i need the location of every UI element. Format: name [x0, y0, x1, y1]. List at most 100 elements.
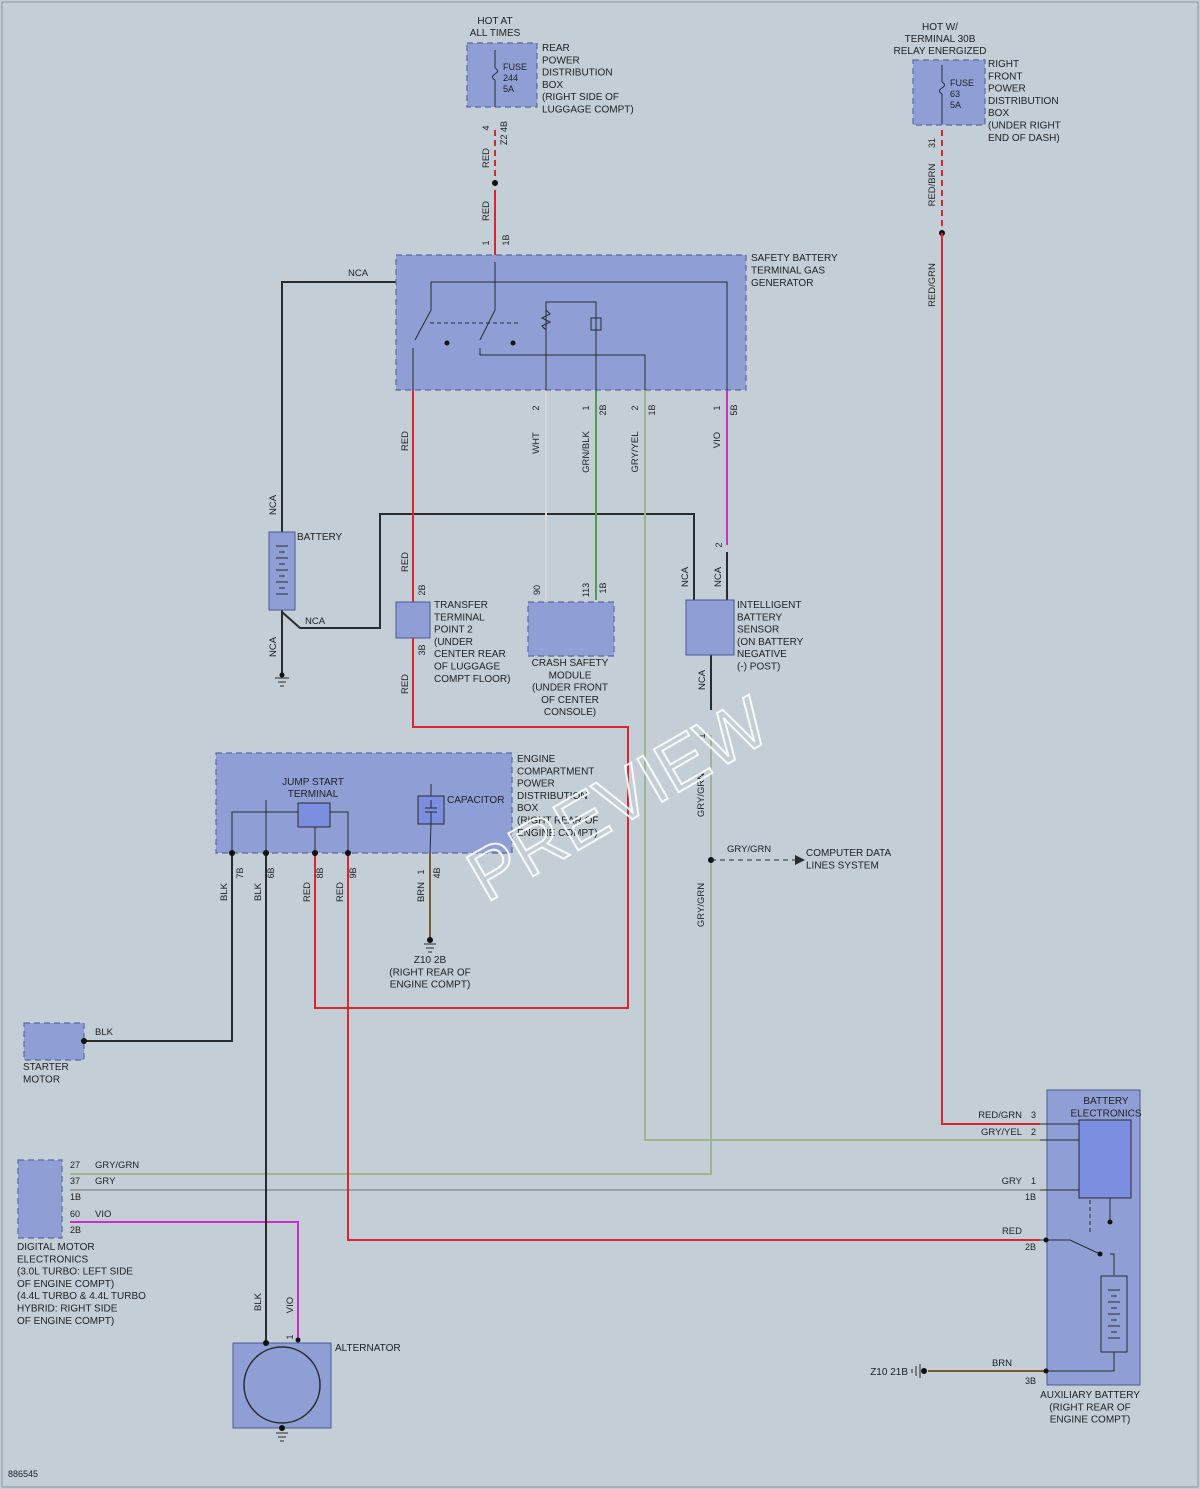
battery-ground-icon	[275, 677, 289, 687]
wire-nca-sbt-battery	[281, 281, 396, 532]
pin-37: 37	[70, 1176, 80, 1186]
pin-4: 4	[481, 125, 491, 130]
sbt-switches	[414, 262, 496, 341]
starter-label-1: MOTOR	[23, 1074, 60, 1085]
right-front-pdb-label-0: RIGHT	[988, 59, 1019, 70]
hot-w-label-0: HOT W/	[922, 22, 958, 33]
pin-6b: 6B	[266, 867, 276, 878]
aux-battery-label-0: AUXILIARY BATTERY	[1040, 1390, 1140, 1401]
pin-27: 27	[70, 1160, 80, 1170]
crash-safety-module	[527, 601, 615, 657]
digital-motor-electronics	[17, 1159, 63, 1239]
pin-60: 60	[70, 1209, 80, 1219]
computer-data-label-0: COMPUTER DATA	[806, 848, 892, 859]
battery-label: BATTERY	[297, 532, 343, 543]
pin-9b: 9B	[348, 867, 358, 878]
pin-2b-transfer: 2B	[417, 584, 427, 595]
ibs-label-4: NEGATIVE	[737, 649, 787, 660]
wire-label-nca-ibs-b: NCA	[697, 669, 708, 690]
sbt-resistor	[540, 309, 552, 331]
aux-battery-label-2: ENGINE COMPT)	[1050, 1415, 1131, 1426]
transfer-label-5: OF LUGGAGE	[434, 662, 500, 673]
aux-battery-label-1: (RIGHT REAR OF	[1049, 1402, 1130, 1413]
ground-z10-2b-label-0: Z10 2B	[414, 955, 447, 966]
sbt-label-1: TERMINAL GAS	[751, 266, 825, 277]
engine-compartment-pdb	[215, 752, 513, 854]
wire-label-red-7: RED	[335, 882, 346, 902]
pin-2-bat: 2	[1031, 1127, 1036, 1137]
pin-7b: 7B	[235, 867, 245, 878]
sbt-internal-bus	[431, 281, 728, 390]
rear-pdb-label-1: POWER	[542, 55, 580, 66]
transfer-label-0: TRANSFER	[434, 600, 488, 611]
wire-vio-dme-alternator	[70, 1221, 299, 1340]
rear-pdb-box	[466, 42, 538, 108]
wire-label-grn-blk: GRN/BLK	[581, 430, 592, 472]
starter-motor	[23, 1022, 85, 1061]
ibs-label-3: (ON BATTERY	[737, 637, 804, 648]
wire-label-nca-top: NCA	[348, 268, 369, 279]
pin-2b-bat: 2B	[1025, 1242, 1036, 1252]
fuse-244-label-0: FUSE	[503, 62, 527, 72]
pin-1b-gry: 1B	[647, 404, 657, 415]
all-times-label: ALL TIMES	[470, 28, 521, 39]
rear-pdb-label-2: DISTRIBUTION	[542, 68, 613, 79]
right-front-pdb-label-6: END OF DASH)	[988, 133, 1060, 144]
pin-1-ibs: 1	[697, 733, 707, 738]
pin-1-vio: 1	[712, 405, 722, 410]
transfer-label-1: TERMINAL	[434, 612, 485, 623]
ecpdb-label-4: BOX	[517, 803, 538, 814]
wire-label-brn-1: BRN	[416, 882, 427, 902]
wire-label-gry-grn-2: GRY/GRN	[727, 844, 771, 855]
jump-start-label-1: TERMINAL	[288, 789, 339, 800]
dme-label-1: ELECTRONICS	[17, 1254, 88, 1265]
pin-1b-crash: 1B	[598, 582, 608, 593]
transfer-label-6: COMPT FLOOR)	[434, 674, 510, 685]
battery	[268, 531, 296, 611]
wire-label-red-aux: RED	[1002, 1226, 1022, 1237]
fuse-63-label-2: 5A	[950, 100, 961, 110]
wire-gryyel-sbt-bat-elec	[644, 390, 1040, 1141]
jump-start-terminal[interactable]	[297, 802, 331, 828]
pin-2b-dme: 2B	[70, 1225, 81, 1235]
pin-2b-grn: 2B	[598, 404, 608, 415]
ibs-label-5: (-) POST)	[737, 662, 780, 673]
dme-label-4: (4.4L TURBO & 4.4L TURBO	[17, 1291, 146, 1302]
dme-label-5: HYBRID: RIGHT SIDE	[17, 1304, 118, 1315]
wire-label-red-3: RED	[400, 431, 411, 451]
ibs-label-2: SENSOR	[737, 625, 779, 636]
wire-label-blk-starter: BLK	[95, 1027, 114, 1038]
fuse-244-label-2: 5A	[503, 84, 514, 94]
pin-90: 90	[532, 585, 542, 595]
wire-label-red-grn: RED/GRN	[978, 1110, 1022, 1121]
wire-label-blk-2: BLK	[253, 882, 264, 901]
pin-1-alt: 1	[285, 1334, 295, 1339]
aux-switch	[1040, 1198, 1115, 1275]
right-front-pdb-box	[912, 59, 986, 126]
right-front-pdb-label-3: DISTRIBUTION	[988, 96, 1059, 107]
aux-battery-cells-icon	[1108, 1289, 1120, 1339]
wire-label-red-1: RED	[481, 148, 492, 168]
ecpdb-bus	[231, 811, 349, 853]
starter-label-0: STARTER	[23, 1062, 69, 1073]
jump-start-label-0: JUMP START	[282, 777, 344, 788]
pin-31: 31	[927, 138, 937, 148]
crash-label-3: OF CENTER	[541, 695, 599, 706]
wire-label-vio-alt: VIO	[285, 1297, 296, 1313]
alternator-label: ALTERNATOR	[335, 1343, 401, 1354]
ibs-label-0: INTELLIGENT	[737, 600, 801, 611]
hot-at-label: HOT AT	[477, 16, 512, 27]
hot-w-label-1: TERMINAL 30B	[905, 34, 976, 45]
wire-label-nca-mid: NCA	[305, 616, 326, 627]
pin-2-ibs: 2	[714, 542, 724, 547]
pin-8b: 8B	[315, 867, 325, 878]
ecpdb-label-0: ENGINE	[517, 754, 556, 765]
capacitor-label-0: CAPACITOR	[447, 795, 504, 806]
capacitor-icon	[425, 800, 437, 854]
transfer-terminal-point-2	[395, 601, 431, 639]
wire-label-gry-yel-2: GRY/YEL	[981, 1127, 1022, 1138]
wire-label-vio-dme: VIO	[95, 1209, 111, 1220]
battery-electronics-module	[1078, 1119, 1132, 1199]
dme-label-6: OF ENGINE COMPT)	[17, 1316, 114, 1327]
transfer-label-2: POINT 2	[434, 625, 473, 636]
